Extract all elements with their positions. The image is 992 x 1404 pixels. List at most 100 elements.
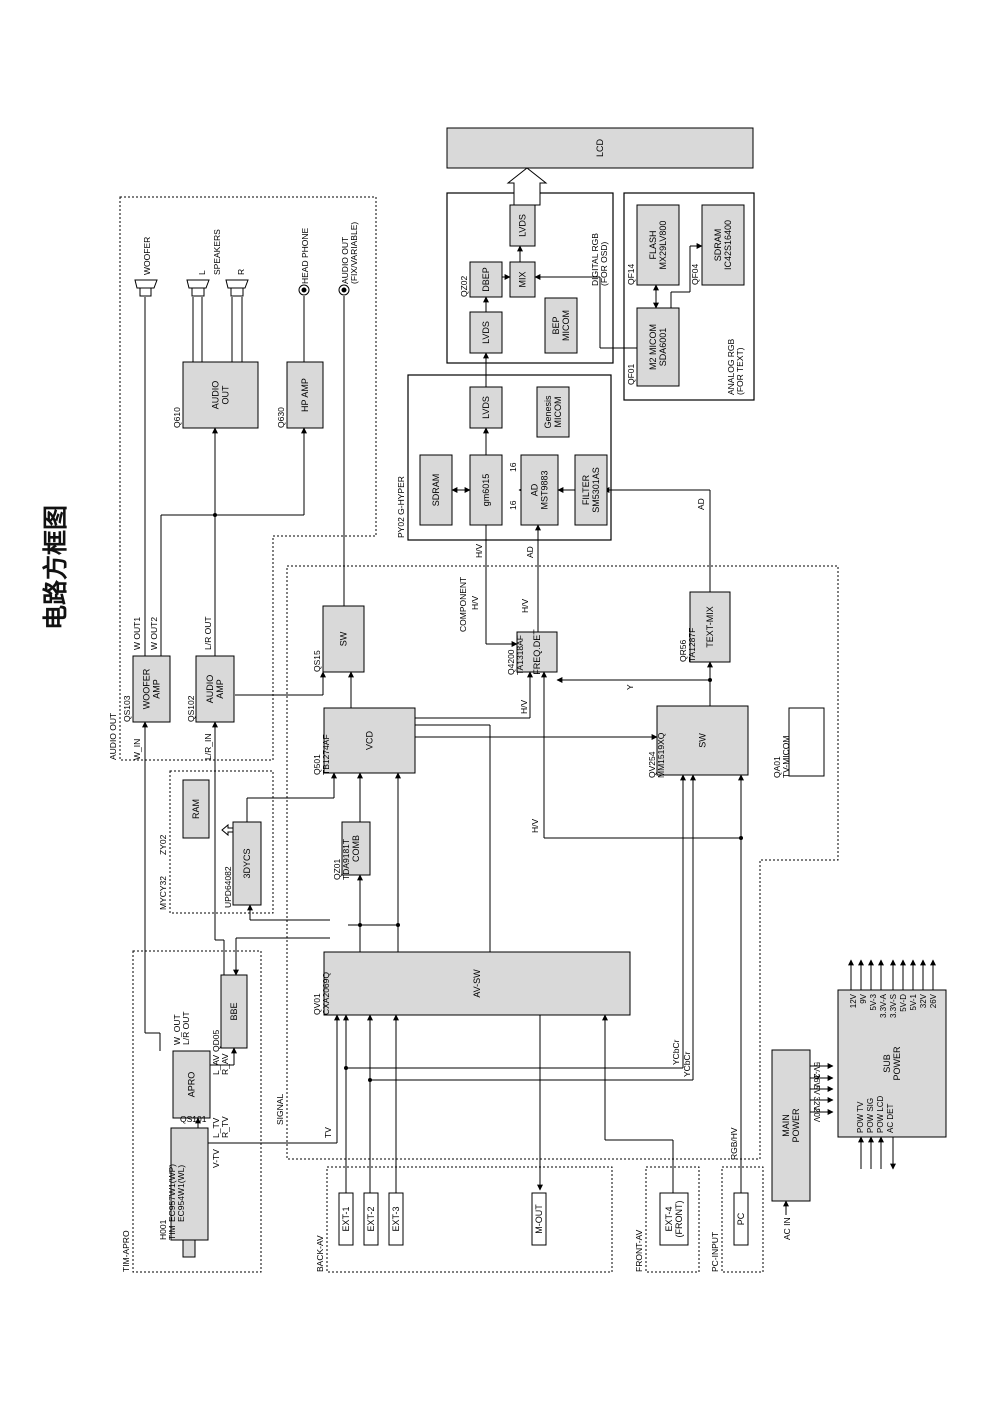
block-audio-amp-ref: QS102 — [186, 695, 196, 722]
section-label-digital-rgb: (FOR OSD) — [599, 241, 609, 286]
block-mout — [531, 1192, 547, 1246]
block-ram-label: RAM — [191, 799, 201, 819]
block-lvds1 — [469, 386, 503, 429]
block-audio-amp-label: AUDIOAMP — [205, 675, 225, 704]
lcd-output-arrow — [506, 167, 548, 206]
block-sw-video-label: SW — [698, 733, 708, 748]
block-ad — [520, 454, 559, 526]
section-label-zy02: ZY02 — [158, 834, 168, 855]
block-dycs-label: 3DYCS — [242, 848, 252, 878]
label-rgbhv: RGB/HV — [729, 1127, 739, 1160]
sub-power-output-0: 12V — [849, 993, 858, 1008]
block-sdram-h-label: SDRAM — [431, 474, 441, 507]
label-head-phone: HEAD PHONE — [300, 227, 310, 284]
block-comb-label: COMB — [351, 835, 361, 862]
block-audio-out-ic-label: AUDIOOUT — [211, 381, 231, 410]
sub-power-input-2: POW LCD — [876, 1095, 885, 1133]
label-spk-r: R — [236, 269, 246, 275]
block-tvmicom-ref: QA01 — [772, 756, 782, 778]
block-woofer-amp-ref: QS103 — [122, 695, 132, 722]
block-dbep-ref: QZ02 — [459, 275, 469, 297]
block-genesis-label: GenesisMICOM — [543, 395, 563, 429]
sub-power-output-3: 3.3V-A — [879, 993, 888, 1018]
section-label-back-av: BACK-AV — [315, 1235, 325, 1272]
main-power-output-4: 20V — [812, 1108, 821, 1123]
block-sdram-t — [701, 204, 745, 286]
block-sdram-t-label: SDRAMIC42S16400 — [713, 220, 733, 270]
block-dbep — [469, 261, 503, 298]
label-hv-vcd: H/V — [519, 700, 529, 715]
block-comb — [341, 821, 371, 876]
block-sw-video-ref: MM1519XQ — [656, 732, 666, 778]
label-l-tv: L_TV — [211, 1117, 221, 1138]
block-ad-label: ADMST9883 — [530, 470, 550, 509]
block-bbe-label: BBE — [229, 1002, 239, 1020]
label-y: Y — [625, 684, 635, 690]
sub-power-input-3: AC DET — [886, 1104, 895, 1133]
block-sw-video — [656, 705, 749, 776]
sub-power-output-8: 26V — [929, 993, 938, 1008]
block-tvmicom — [788, 707, 825, 777]
block-m2micom — [636, 307, 680, 387]
main-power-output-3: 32V — [812, 1097, 821, 1112]
label-bits1: 16 — [508, 500, 518, 510]
block-vcd-ref: TB1274AF — [321, 734, 331, 775]
speaker-l-icon — [186, 279, 210, 297]
block-gm6015-label: gm6015 — [481, 474, 491, 507]
block-woofer-amp-label: WOOFERAMP — [142, 668, 162, 709]
block-textmix-ref: QR56 — [678, 640, 688, 662]
block-woofer-amp — [132, 655, 171, 723]
block-avsw-ref: QV01 — [312, 993, 322, 1015]
block-vcd-label: VCD — [365, 731, 375, 751]
block-hp-amp — [286, 361, 324, 429]
section-label-digital-rgb: DIGITAL RGB — [590, 233, 600, 286]
block-vcd-ref: Q501 — [312, 754, 322, 775]
block-sub-power — [837, 989, 947, 1138]
block-lcd — [446, 127, 754, 169]
block-ext4 — [659, 1192, 689, 1246]
label-lr-out-bbe: L/R OUT — [181, 1011, 191, 1045]
main-power-output-0: 5V-1 — [812, 1062, 821, 1079]
block-sdram-t-ref: QF04 — [690, 263, 700, 285]
block-comb-ref: QZ01 — [332, 858, 342, 880]
block-lvds1-label: LVDS — [481, 396, 491, 419]
section-label-mycy32: MYCY32 — [158, 876, 168, 910]
block-mix-label: MIX — [518, 271, 528, 287]
block-genesis — [536, 386, 570, 438]
block-sw-video-ref: QV254 — [647, 751, 657, 778]
block-m2micom-label: M2 MICOMSDA6001 — [648, 324, 668, 370]
audio-out-jack-icon — [338, 284, 350, 296]
block-avsw-label: AV-SW — [472, 969, 482, 998]
main-power-output-2: 5V — [812, 1085, 821, 1095]
sub-power-output-5: 5V-D — [899, 994, 908, 1012]
label-lr-out: L/R OUT — [203, 616, 213, 650]
block-tuner-ref: TIM — [167, 1225, 177, 1240]
label-audio-out-jack2: (FIX/VARIABLE) — [349, 222, 359, 284]
block-filter — [574, 454, 608, 526]
block-gm6015 — [469, 454, 503, 526]
block-mout-label: M-OUT — [534, 1204, 544, 1234]
block-vcd — [323, 707, 416, 774]
block-main-power — [771, 1049, 811, 1202]
block-apro-ref: QS101 — [180, 1114, 207, 1124]
sub-power-output-7: 32V — [919, 993, 928, 1008]
sub-power-output-1: 9V — [859, 993, 868, 1003]
block-comb-ref: TDA9181T — [341, 839, 351, 880]
block-dycs-ref: UPD64082 — [223, 866, 233, 908]
sub-power-output-2: 5V-3 — [869, 993, 878, 1010]
label-r-tv: R_TV — [220, 1116, 230, 1138]
section-back-av — [326, 1166, 613, 1273]
label-r-av: R_AV — [220, 1053, 230, 1075]
section-mycy32 — [169, 770, 274, 914]
block-bep — [544, 297, 578, 354]
head-phone-jack-icon — [298, 284, 310, 296]
block-ram — [182, 779, 210, 839]
main-power-output-1: 26V — [812, 1074, 821, 1089]
block-ext3 — [388, 1192, 404, 1246]
block-hp-amp-label: HP AMP — [300, 378, 310, 412]
label-vtv: V-TV — [211, 1149, 221, 1168]
label-lr-in: L/R_IN — [203, 734, 213, 760]
section-label-analog-rgb: (FOR TEXT) — [735, 347, 745, 395]
label-w-in: W_IN — [132, 739, 142, 760]
block-dbep-label: DBEP — [481, 267, 491, 292]
